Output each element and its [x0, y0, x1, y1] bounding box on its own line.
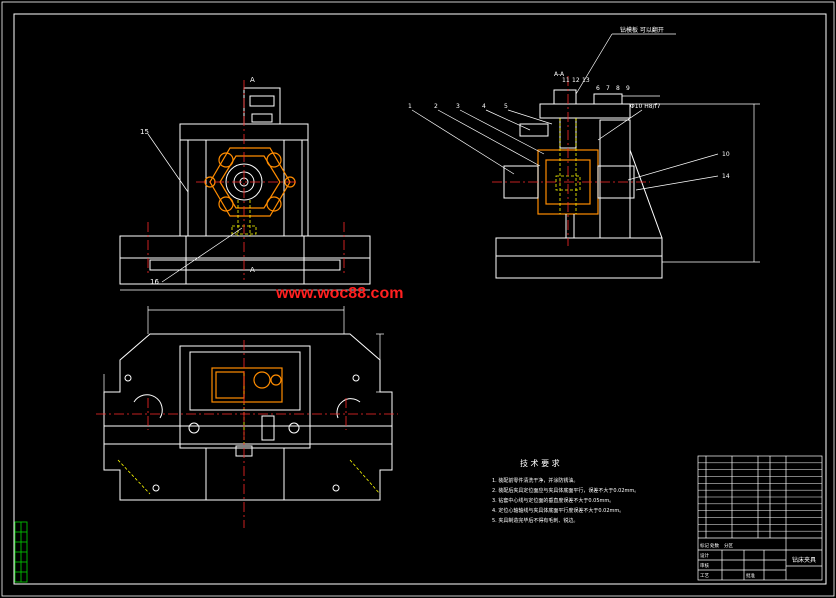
tech-requirements: 技 术 要 求 1. 装配前零件清洗干净，并涂防锈油。 2. 装配后夹具定位面应…	[492, 458, 639, 524]
top-view-workpiece	[211, 367, 283, 403]
front-view-centerlines	[147, 80, 345, 280]
top-view	[96, 306, 398, 528]
side-view-leaders	[411, 33, 719, 191]
front-view: 15 16 A A	[119, 76, 371, 291]
tech-requirement-1: 1. 装配前零件清洗干净，并涂防锈油。	[492, 477, 578, 484]
title-block-cell-zone: 分区	[724, 542, 733, 549]
side-view-mandrel	[503, 165, 635, 238]
callout-2: 2	[434, 103, 438, 110]
tech-requirements-title: 技 术 要 求	[520, 458, 560, 468]
callout-8: 8	[616, 85, 620, 92]
side-note-fit: Φ10 H8/f7	[630, 103, 661, 110]
callout-11: 11	[562, 77, 570, 84]
front-view-leaders	[120, 133, 370, 291]
side-view-centerlines	[492, 76, 650, 246]
callout-12: 12	[572, 77, 580, 84]
callout-5: 5	[504, 103, 508, 110]
title-block-cell-process: 工艺	[700, 573, 709, 579]
side-note-top: 钻模板 可以翻开	[620, 26, 664, 34]
callout-15: 15	[140, 128, 149, 136]
tech-requirement-2: 2. 装配后夹具定位面应与夹具体底面平行，误差不大于0.02mm。	[492, 487, 639, 494]
tech-requirement-5: 5. 夹具制造完毕后不得有毛刺、锐边。	[492, 517, 578, 524]
top-view-body	[103, 333, 393, 501]
title-block-cell-count: 处数	[710, 542, 719, 549]
callout-16: 16	[150, 278, 159, 286]
section-mark-a-bottom: A	[250, 266, 255, 274]
side-view-base	[495, 119, 663, 279]
section-label: A-A	[554, 71, 565, 78]
top-view-dimensions	[103, 306, 384, 410]
callout-7: 7	[606, 85, 610, 92]
tech-requirement-4: 4. 定位心轴轴线与夹具体底面平行度误差不大于0.02mm。	[492, 507, 624, 514]
top-view-bolts	[124, 374, 360, 492]
title-block-cell-design: 设计	[700, 552, 709, 559]
section-mark-a-top: A	[250, 76, 255, 84]
callout-14: 14	[722, 173, 730, 180]
watermark: www.woc88.com	[275, 285, 403, 302]
drawing-title: 钻床夹具	[792, 556, 816, 564]
title-block-cell-mark: 标记	[700, 542, 709, 549]
bom-table	[698, 462, 822, 532]
callout-9: 9	[626, 85, 630, 92]
front-view-base	[119, 235, 371, 285]
callout-10: 10	[722, 151, 730, 158]
title-block-cell-approve: 批准	[746, 572, 755, 579]
callout-1: 1	[408, 103, 412, 110]
callout-6: 6	[596, 85, 600, 92]
title-block-cell-review: 审核	[700, 562, 709, 569]
top-view-centerlines	[96, 340, 398, 528]
side-view-dimension	[620, 103, 760, 263]
side-view: A-A 钻模板 可以翻开 Φ10 H8/f7 1 2 3 4 5 6 7 8 9…	[408, 26, 760, 279]
callout-4: 4	[482, 103, 486, 110]
revision-stamp	[14, 521, 28, 583]
callout-13: 13	[582, 77, 590, 84]
callout-3: 3	[456, 103, 460, 110]
tech-requirement-3: 3. 钻套中心线与定位面的垂直度误差不大于0.05mm。	[492, 497, 614, 504]
